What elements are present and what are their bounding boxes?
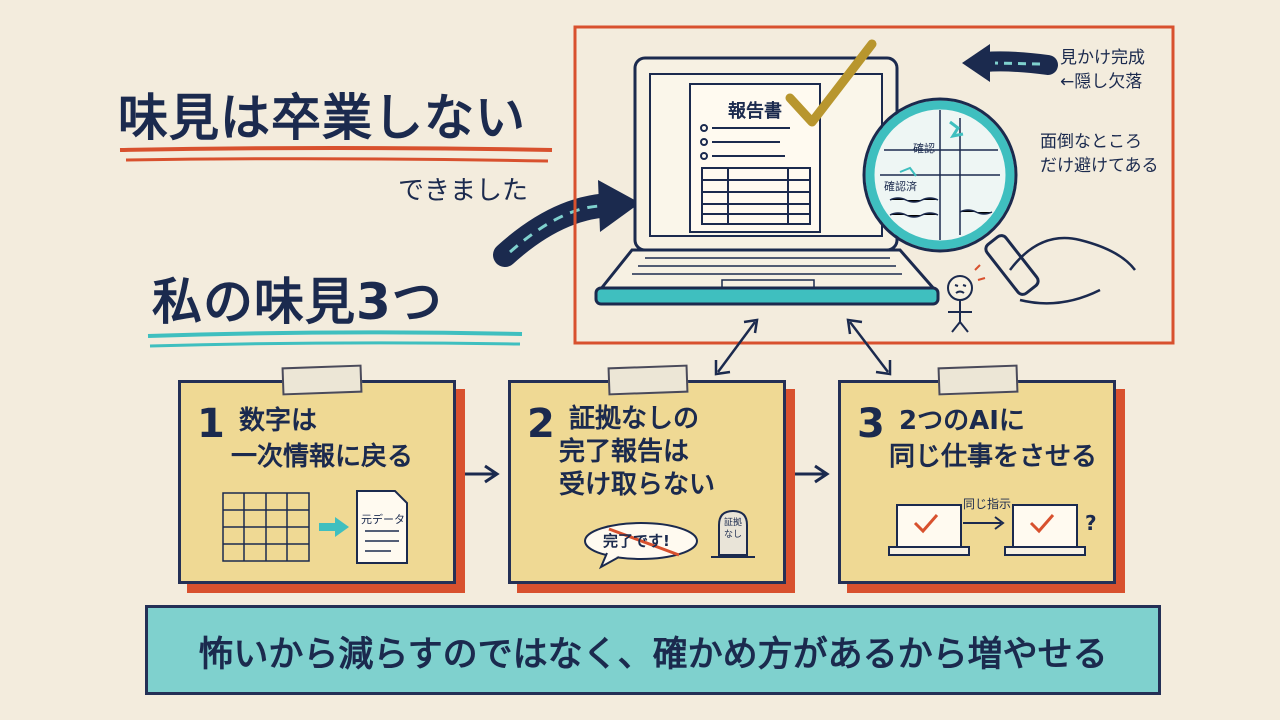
step-1-line-2: 一次情報に戻る: [231, 442, 414, 472]
headline-sub: できました: [398, 176, 529, 206]
laptop-illustration: [594, 56, 940, 306]
headline-main: 味見は卒業しない: [118, 89, 526, 147]
tomb-line-1: 証拠: [723, 518, 742, 528]
step-number-1: 1: [197, 401, 225, 447]
double-arrow-left: [714, 318, 759, 376]
step-3-line-1: 2つのAIに: [899, 406, 1025, 436]
step-card-2: 2 証拠なしの 完了報告は 受け取らない 完了です! 証拠 なし: [508, 380, 786, 584]
step-2-line-3: 受け取らない: [559, 470, 716, 500]
check-mark-icon: [785, 39, 877, 127]
step-number-3: 3: [857, 401, 885, 447]
bubble-text: 完了です!: [603, 532, 670, 550]
banner-text: 怖いから減らすのではなく、確かめ方があるから増やせる: [198, 635, 1108, 675]
headline-underline-2: [125, 157, 549, 163]
headline-underline-1: [119, 146, 553, 152]
question-mark: ?: [1085, 511, 1097, 535]
step-text-2: 証拠なしの 完了報告は 受け取らない: [559, 403, 715, 502]
note-mid-line-2: だけ避けてある: [1040, 156, 1159, 176]
step-2-illustration: [584, 509, 755, 570]
tape-3: [937, 364, 1019, 396]
second-underline-1: [147, 330, 523, 338]
big-arrow-stripe: [509, 204, 601, 254]
step-text-3: 2つのAIに 同じ仕事をさせる: [889, 403, 1097, 475]
step-1-illustration: [222, 490, 408, 564]
magnifier-icon: [862, 97, 1136, 305]
tape-2: [607, 364, 689, 396]
document-icon: [356, 490, 408, 564]
step-card-3: 3 2つのAIに 同じ仕事をさせる 同じ指示 ?: [838, 380, 1116, 584]
big-arrow-head: [598, 180, 640, 232]
doc-label: 元データ: [361, 513, 405, 526]
tomb-line-2: なし: [723, 530, 742, 540]
step-2-line-2: 完了報告は: [559, 437, 690, 467]
lens-label-1: 確認: [913, 141, 935, 155]
tape-1: [281, 364, 363, 396]
big-arrow-body: [493, 193, 627, 267]
headline-second: 私の味見3つ: [152, 273, 443, 331]
illustration-frame: [573, 25, 1175, 345]
small-arrow-head: [962, 44, 990, 82]
step-text-1: 数字は 一次情報に戻る: [231, 403, 413, 475]
step-number-2: 2: [527, 401, 555, 447]
note-mid-line-1: 面倒なところ: [1040, 132, 1142, 152]
note-mid: 面倒なところ だけ避けてある: [1040, 130, 1159, 178]
teal-arrow-icon: [335, 517, 349, 537]
double-arrow-right: [846, 318, 892, 376]
step-3-illustration: [888, 504, 1086, 556]
note-top-line-2: ←隠し欠落: [1060, 72, 1143, 92]
lens-label-2: 確認済: [884, 179, 917, 193]
step-3-line-2: 同じ仕事をさせる: [889, 442, 1098, 472]
step-card-1: 1 数字は 一次情報に戻る 元データ: [178, 380, 456, 584]
step-1-line-1: 数字は: [239, 406, 318, 436]
laptop-right-icon: [1004, 504, 1086, 556]
instruction-label: 同じ指示: [963, 497, 1012, 511]
note-top-line-1: 見かけ完成: [1060, 48, 1145, 68]
tomb-text: 証拠 なし: [721, 517, 745, 541]
tombstone-icon: [718, 509, 748, 556]
report-title: 報告書: [728, 101, 782, 122]
second-underline-2: [149, 341, 521, 348]
bottom-banner: 怖いから減らすのではなく、確かめ方があるから増やせる: [145, 605, 1161, 695]
worried-person-icon: [947, 264, 986, 333]
grid-table-icon: [222, 492, 310, 562]
note-top: 見かけ完成 ←隠し欠落: [1060, 46, 1145, 94]
laptop-left-icon: [888, 504, 970, 556]
step-2-line-1: 証拠なしの: [569, 404, 700, 434]
